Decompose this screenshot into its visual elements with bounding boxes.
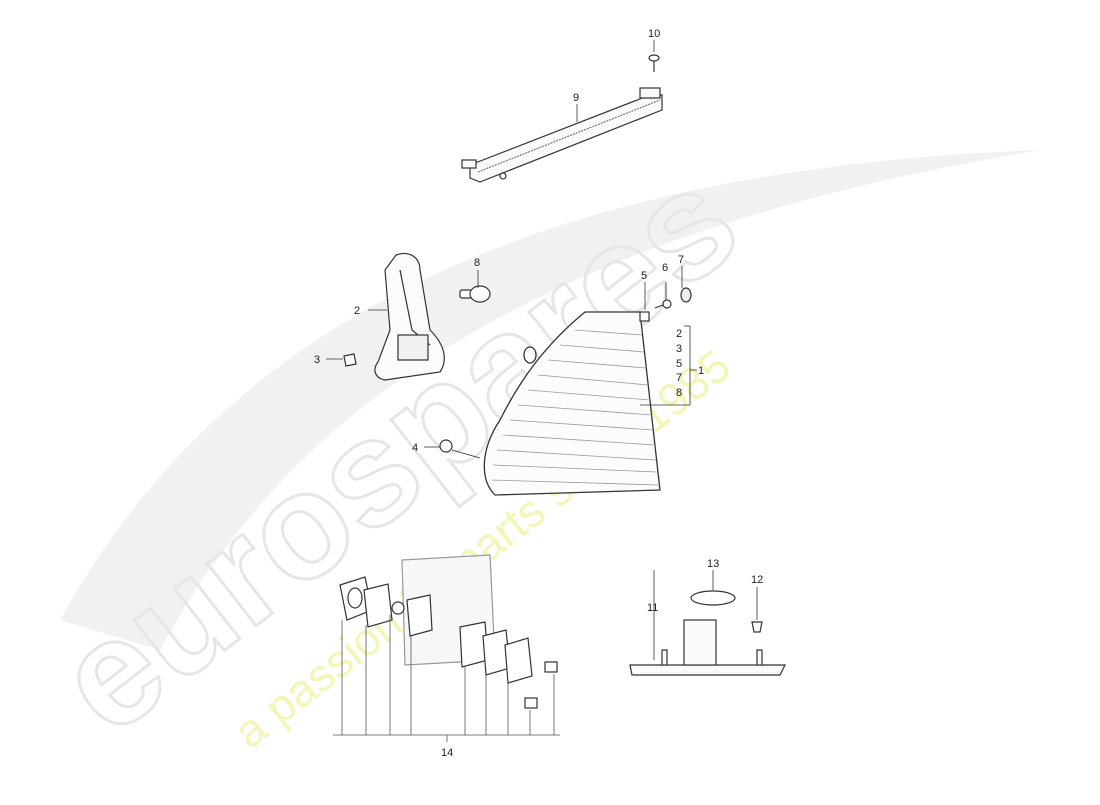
callout-6: 6 [662, 262, 668, 274]
part-12-clip [751, 621, 763, 633]
part-8-bulb [459, 285, 491, 303]
callout-1: 1 [698, 365, 704, 377]
callout-10: 10 [648, 28, 660, 40]
part-14-leader-lines [333, 615, 560, 742]
leader-lines [326, 40, 758, 660]
bracket-child-7: 7 [676, 372, 682, 384]
callout-13: 13 [707, 558, 719, 570]
part-3-nut [343, 353, 357, 367]
callout-labels: 10 9 8 2 3 5 6 7 4 1 2 3 5 7 8 13 12 11 … [314, 28, 763, 759]
part-11-lamp-base [629, 619, 786, 676]
callout-9: 9 [573, 92, 579, 104]
part-6-screw [654, 299, 672, 309]
callout-12: 12 [751, 574, 763, 586]
part-7-cap [680, 287, 692, 303]
part-4-clip [439, 439, 453, 453]
callout-14: 14 [441, 747, 453, 759]
part-9-light-bar [461, 87, 663, 183]
bracket-child-8: 8 [676, 387, 682, 399]
part-2-bulb-holder [374, 252, 445, 381]
callout-5: 5 [641, 270, 647, 282]
callout-11: 11 [647, 602, 658, 614]
callout-4: 4 [412, 442, 418, 454]
watermark-swoosh [60, 150, 1040, 650]
part-13-bulb [690, 590, 736, 606]
bracket-child-2: 2 [676, 328, 682, 340]
part-5-nut [639, 311, 650, 322]
callout-7: 7 [678, 254, 684, 266]
part-14-gasket-set [339, 554, 558, 709]
callout-8: 8 [474, 257, 480, 269]
callout-3: 3 [314, 354, 320, 366]
bracket-child-5: 5 [676, 358, 682, 370]
callout-2: 2 [354, 305, 360, 317]
part-1-lens [483, 311, 661, 496]
bracket-child-3: 3 [676, 343, 682, 355]
part-10-screw [648, 54, 660, 72]
